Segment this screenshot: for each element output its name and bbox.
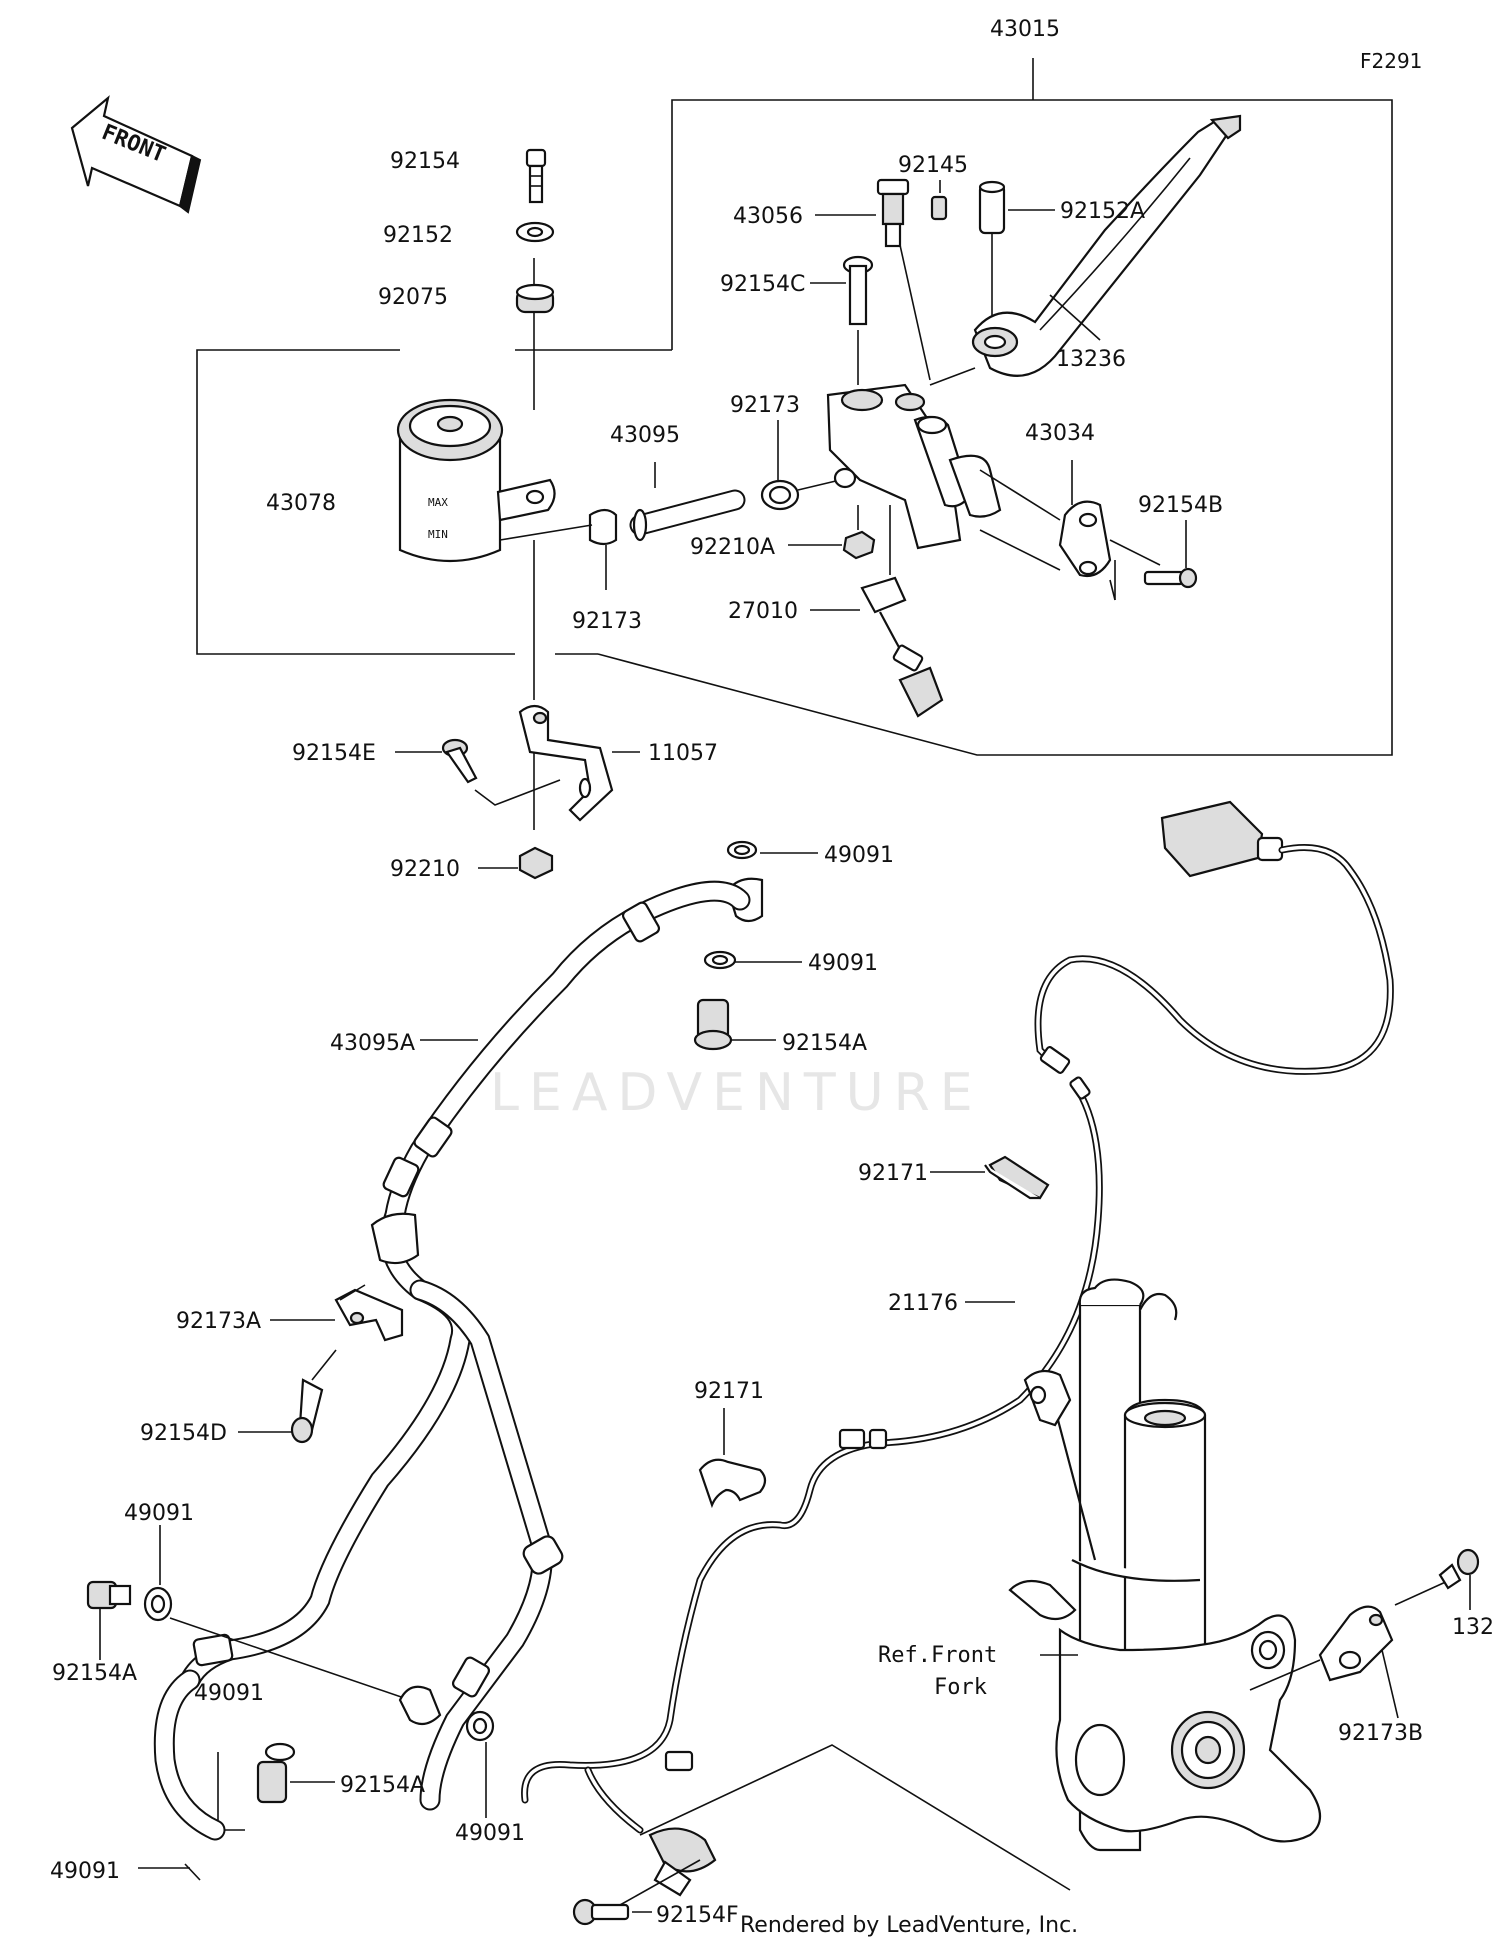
collar-92152a — [978, 180, 1055, 320]
front-arrow-icon: FRONT — [70, 95, 202, 214]
master-cylinder-body — [826, 383, 1002, 550]
label-49091-e: 49091 — [455, 1821, 525, 1846]
label-21176: 21176 — [888, 1291, 958, 1316]
bolt-92154b — [1143, 520, 1198, 589]
fitting-43056 — [815, 178, 931, 381]
clamp-92173-reservoir — [499, 508, 618, 590]
pivot-bolt-92154c — [810, 255, 874, 385]
hose-joint-92173a — [270, 1212, 420, 1342]
reservoir-43078: MAX MIN — [396, 398, 556, 563]
bolt-92154 — [525, 148, 547, 204]
label-43015: 43015 — [990, 17, 1060, 42]
label-43056: 43056 — [733, 204, 803, 229]
footer-credit: Rendered by LeadVenture, Inc. — [740, 1913, 1078, 1938]
label-92152: 92152 — [383, 223, 453, 248]
label-43034: 43034 — [1025, 421, 1095, 446]
spring-92145 — [930, 180, 948, 221]
label-92154a-top: 92154A — [782, 1031, 867, 1056]
bolt-132 — [1438, 1548, 1480, 1610]
label-49091-a: 49091 — [824, 843, 894, 868]
brake-lever-13236 — [929, 114, 1242, 386]
label-13236: 13236 — [1056, 347, 1126, 372]
nut-92210a — [788, 505, 876, 560]
label-92210: 92210 — [390, 857, 460, 882]
bracket-11057 — [518, 704, 640, 822]
label-92154: 92154 — [390, 149, 460, 174]
nut-92210 — [478, 846, 554, 880]
label-43078: 43078 — [266, 491, 336, 516]
label-43095a: 43095A — [330, 1031, 415, 1056]
washer-92152 — [515, 221, 555, 243]
watermark-text: LEADVENTURE — [490, 1063, 983, 1123]
clip-92171-b — [698, 1408, 767, 1509]
label-27010: 27010 — [728, 599, 798, 624]
bolt-92154f — [572, 1859, 701, 1926]
clamp-92173-top — [760, 420, 841, 511]
speed-sensor-harness-21176 — [521, 800, 1394, 1897]
label-92154d: 92154D — [140, 1421, 227, 1446]
label-92154c: 92154C — [720, 272, 805, 297]
svg-text:MIN: MIN — [428, 528, 448, 541]
front-fork-reference — [1008, 1278, 1322, 1852]
label-92075: 92075 — [378, 285, 448, 310]
switch-27010 — [810, 505, 944, 718]
label-92154a-left: 92154A — [52, 1661, 137, 1686]
label-49091-c: 49091 — [124, 1501, 194, 1526]
svg-text:MAX: MAX — [428, 496, 448, 509]
label-92210a: 92210A — [690, 535, 775, 560]
banjo-fitting-top — [693, 840, 818, 1051]
label-92173b: 92173B — [1338, 1721, 1423, 1746]
bolt-92154d — [238, 1349, 337, 1444]
reference-note-line1: Ref.Front — [878, 1643, 997, 1668]
label-92171-b: 92171 — [694, 1379, 764, 1404]
grommet-92075 — [515, 283, 555, 314]
label-43095: 43095 — [610, 423, 680, 448]
fork-leader — [639, 1744, 1071, 1891]
label-92154e: 92154E — [292, 741, 376, 766]
diagram-code: F2291 — [1360, 49, 1422, 73]
label-92173-top: 92173 — [730, 393, 800, 418]
label-92173a: 92173A — [176, 1309, 261, 1334]
label-49091-b: 49091 — [808, 951, 878, 976]
brake-hose-43095a — [153, 880, 751, 1841]
bolt-92154e — [395, 738, 561, 806]
label-92145: 92145 — [898, 153, 968, 178]
label-92171-a: 92171 — [858, 1161, 928, 1186]
clamp-43034 — [979, 460, 1161, 601]
label-92154f: 92154F — [656, 1903, 739, 1928]
label-92154b: 92154B — [1138, 493, 1223, 518]
banjo-fitting-lower-left — [86, 1525, 495, 1881]
label-132: 132 — [1452, 1615, 1494, 1640]
bracket-92173b — [1249, 1579, 1451, 1719]
label-92152a: 92152A — [1060, 199, 1145, 224]
hose-43095 — [629, 462, 746, 542]
label-49091-f: 49091 — [50, 1859, 120, 1884]
label-92154a-mid: 92154A — [340, 1773, 425, 1798]
reference-note-line2: Fork — [934, 1675, 987, 1700]
label-92173-reservoir: 92173 — [572, 609, 642, 634]
master-cylinder-assembly-outline — [196, 58, 1393, 756]
label-49091-d: 49091 — [194, 1681, 264, 1706]
label-11057: 11057 — [648, 741, 718, 766]
clip-92171-a — [930, 1155, 1050, 1200]
